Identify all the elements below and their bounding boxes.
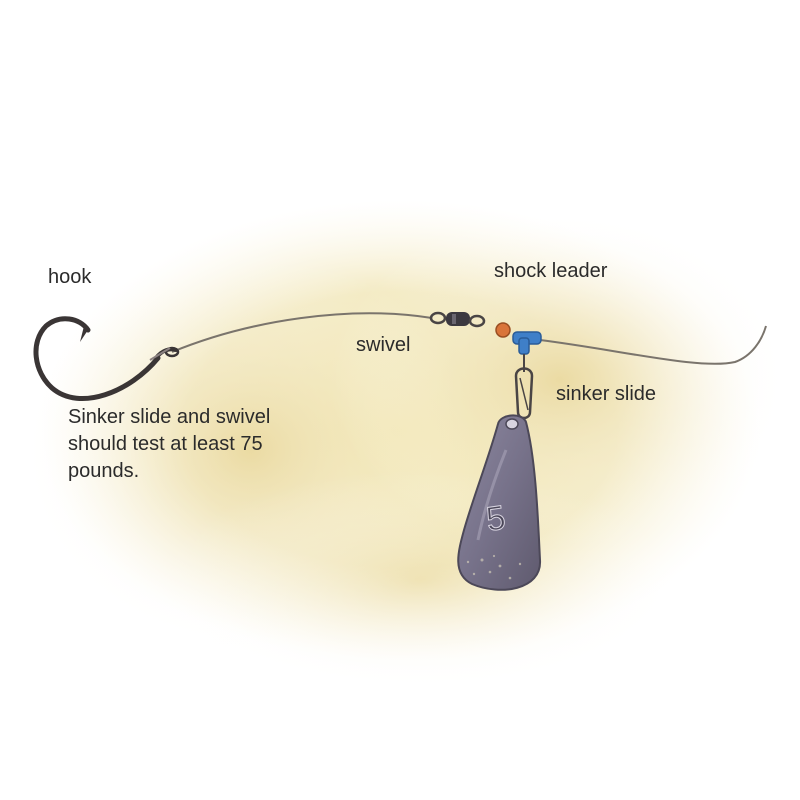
swivel-label: swivel xyxy=(356,334,411,356)
sinker-slide-label: sinker slide xyxy=(556,383,657,405)
hook-label: hook xyxy=(48,266,92,288)
hook-icon xyxy=(33,316,180,401)
strength-note-line: pounds. xyxy=(68,460,140,482)
strength-note-line: Sinker slide and swivel xyxy=(68,406,271,428)
strength-note-line: should test at least 75 xyxy=(68,433,263,455)
shock-leader-line xyxy=(539,325,767,365)
strength-note: Sinker slide and swivel should test at l… xyxy=(68,404,270,485)
watercolor-wash xyxy=(20,200,790,690)
bead-icon xyxy=(495,322,511,338)
sinker-icon: 5 xyxy=(457,414,542,591)
shock-leader-label: shock leader xyxy=(494,260,608,282)
swivel-icon xyxy=(429,311,486,328)
leader-line xyxy=(171,312,433,353)
